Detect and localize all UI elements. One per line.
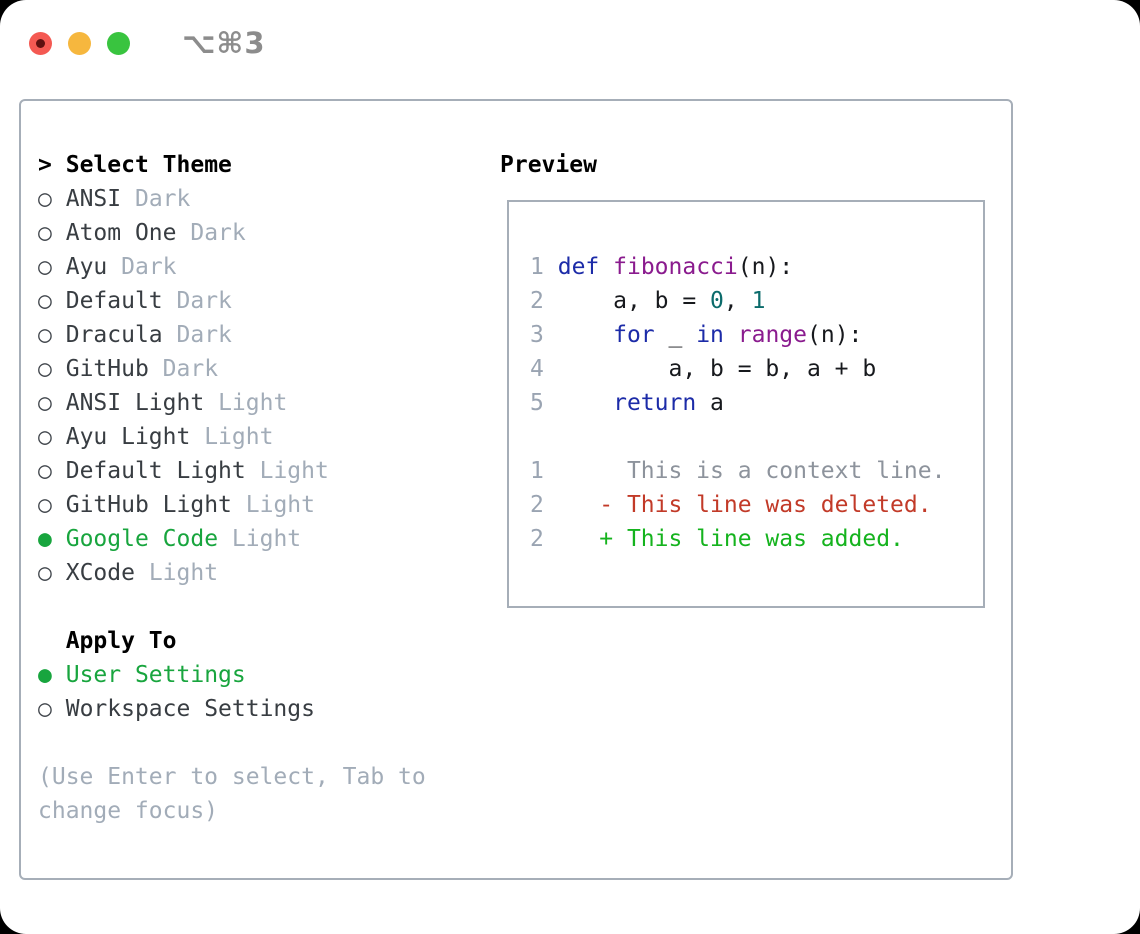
theme-variant: Dark xyxy=(176,288,232,314)
theme-name: ANSI Light xyxy=(65,390,205,416)
theme-name: GitHub xyxy=(65,356,149,382)
selector-column: > Select Theme ○ ANSI Dark○ Atom One Dar… xyxy=(38,148,450,828)
code-line: 2 a, b = 0, 1 xyxy=(530,288,766,314)
unsaved-dot-icon xyxy=(36,38,45,48)
theme-variant: Light xyxy=(245,492,315,518)
theme-option[interactable]: ● Google Code Light xyxy=(38,522,450,556)
radio-unselected-icon: ○ xyxy=(38,186,52,212)
radio-unselected-icon: ○ xyxy=(38,458,52,484)
theme-variant: Dark xyxy=(176,322,232,348)
select-theme-header: > Select Theme xyxy=(38,148,450,182)
radio-unselected-icon: ○ xyxy=(38,356,52,382)
titlebar: ⌥⌘3 xyxy=(29,26,266,60)
line-number: 1 xyxy=(530,458,544,484)
theme-name: Ayu xyxy=(65,254,108,280)
diff-preview: 1 This is a context line.2 - This line w… xyxy=(530,454,983,556)
line-number: 2 xyxy=(530,288,544,314)
theme-variant: Light xyxy=(148,560,219,586)
theme-option[interactable]: ○ Ayu Light Light xyxy=(38,420,450,454)
code-line: 4 a, b = b, a + b xyxy=(530,356,877,382)
minimize-button[interactable] xyxy=(68,31,91,55)
theme-name: Default xyxy=(65,288,163,314)
code-preview: 1 def fibonacci(n): 2 a, b = 0, 1 3 for _ … xyxy=(530,250,983,420)
diff-line: 2 - This line was deleted. xyxy=(530,488,983,522)
radio-unselected-icon: ○ xyxy=(38,696,52,722)
code-line: 1 def fibonacci(n): xyxy=(530,254,794,280)
radio-selected-icon: ● xyxy=(38,662,52,688)
preview-title: Preview xyxy=(500,152,597,178)
theme-option[interactable]: ○ Default Dark xyxy=(38,284,450,318)
diff-text: - This line was deleted. xyxy=(543,492,932,518)
apply-to-title: Apply To xyxy=(65,628,177,654)
diff-line: 2 + This line was added. xyxy=(530,522,983,556)
diff-line: 1 This is a context line. xyxy=(530,454,983,488)
theme-name: Dracula xyxy=(65,322,163,348)
theme-option[interactable]: ○ GitHub Dark xyxy=(38,352,450,386)
radio-unselected-icon: ○ xyxy=(38,560,52,586)
theme-option[interactable]: ○ Default Light Light xyxy=(38,454,450,488)
help-text: (Use Enter to select, Tab to change focu… xyxy=(38,764,426,824)
apply-to-name: User Settings xyxy=(65,662,246,688)
theme-variant: Light xyxy=(231,526,302,552)
diff-text: + This line was added. xyxy=(543,526,904,552)
theme-name: Atom One xyxy=(65,220,177,246)
apply-to-list: ● User Settings○ Workspace Settings xyxy=(38,658,450,726)
close-button[interactable] xyxy=(29,31,52,55)
theme-option[interactable]: ○ XCode Light xyxy=(38,556,450,590)
theme-name: GitHub Light xyxy=(65,492,232,518)
apply-to-option[interactable]: ● User Settings xyxy=(38,658,450,692)
apply-to-option[interactable]: ○ Workspace Settings xyxy=(38,692,450,726)
zoom-button[interactable] xyxy=(107,31,130,55)
code-line: 5 return a xyxy=(530,390,724,416)
theme-variant: Light xyxy=(204,424,274,450)
radio-unselected-icon: ○ xyxy=(38,390,52,416)
radio-unselected-icon: ○ xyxy=(38,322,52,348)
line-number: 2 xyxy=(530,526,544,552)
radio-selected-icon: ● xyxy=(38,526,52,552)
line-number: 3 xyxy=(530,322,544,348)
theme-option[interactable]: ○ GitHub Light Light xyxy=(38,488,450,522)
preview-box: 1 def fibonacci(n): 2 a, b = 0, 1 3 for _ … xyxy=(507,200,985,608)
apply-to-name: Workspace Settings xyxy=(65,696,315,722)
theme-option[interactable]: ○ Atom One Dark xyxy=(38,216,450,250)
prompt-icon: > xyxy=(38,152,52,178)
radio-unselected-icon: ○ xyxy=(38,254,52,280)
theme-variant: Dark xyxy=(121,254,177,280)
theme-variant: Light xyxy=(259,458,329,484)
theme-picker-panel: > Select Theme ○ ANSI Dark○ Atom One Dar… xyxy=(19,99,1013,880)
window-shortcut-label: ⌥⌘3 xyxy=(182,26,266,60)
theme-list: ○ ANSI Dark○ Atom One Dark○ Ayu Dark○ De… xyxy=(38,182,450,590)
theme-option[interactable]: ○ Ayu Dark xyxy=(38,250,450,284)
theme-name: XCode xyxy=(65,560,135,586)
line-number: 4 xyxy=(530,356,544,382)
theme-variant: Dark xyxy=(162,356,219,382)
theme-variant: Dark xyxy=(134,186,191,212)
theme-name: Google Code xyxy=(65,526,219,552)
theme-name: Default Light xyxy=(65,458,246,484)
line-number: 1 xyxy=(530,254,544,280)
theme-name: ANSI xyxy=(65,186,122,212)
radio-unselected-icon: ○ xyxy=(38,424,52,450)
radio-unselected-icon: ○ xyxy=(38,288,52,314)
code-line: 3 for _ in range(n): xyxy=(530,322,863,348)
theme-option[interactable]: ○ Dracula Dark xyxy=(38,318,450,352)
line-number: 2 xyxy=(530,492,544,518)
theme-variant: Light xyxy=(218,390,288,416)
theme-variant: Dark xyxy=(190,220,246,246)
diff-text: This is a context line. xyxy=(543,458,946,484)
theme-option[interactable]: ○ ANSI Dark xyxy=(38,182,450,216)
select-theme-title: Select Theme xyxy=(65,152,232,178)
theme-option[interactable]: ○ ANSI Light Light xyxy=(38,386,450,420)
line-number: 5 xyxy=(530,390,544,416)
theme-name: Ayu Light xyxy=(65,424,191,450)
radio-unselected-icon: ○ xyxy=(38,220,52,246)
radio-unselected-icon: ○ xyxy=(38,492,52,518)
